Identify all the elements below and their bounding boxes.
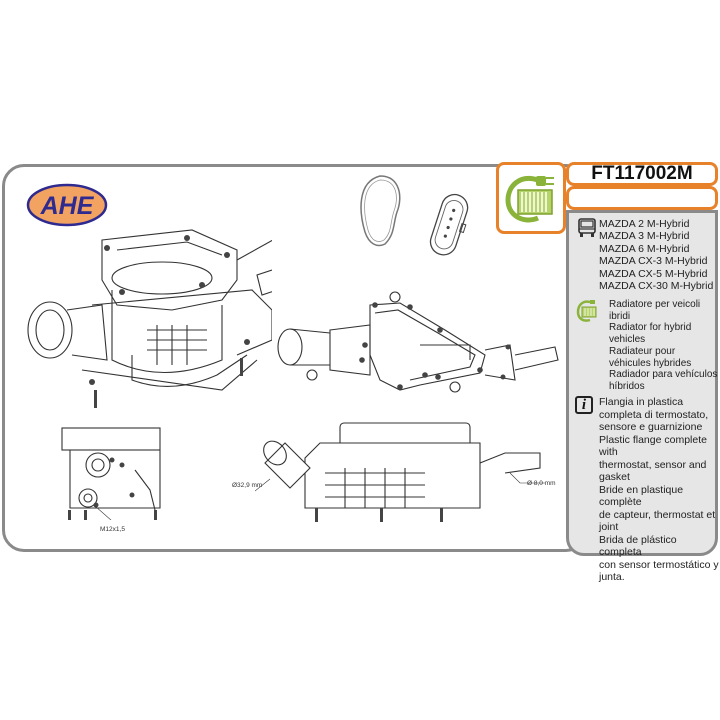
category-icon-box (496, 162, 566, 234)
hybrid-radiator-plug-icon (505, 176, 554, 223)
secondary-code-box (566, 186, 718, 210)
sensor-connector-drawing (429, 193, 469, 256)
product-code: FT117002M (566, 162, 718, 186)
product-info-panel (566, 210, 718, 556)
thermostat-housing-top-view (277, 291, 559, 393)
ahe-logo: AHE (26, 183, 108, 227)
svg-text:AHE: AHE (40, 192, 95, 220)
outlet-diameter-label: Ø 8,0 mm (527, 480, 556, 487)
thread-dimension-label: M12x1,5 (100, 526, 125, 533)
vehicle-item: MAZDA CX-5 M-Hybrid (599, 267, 708, 280)
info-icon: i (575, 396, 593, 414)
vehicle-item: MAZDA CX-30 M-Hybrid (599, 280, 714, 293)
thermostat-housing-front-view (61, 427, 161, 520)
inlet-diameter-label: Ø32,9 mm (232, 482, 263, 489)
vehicle-list: MAZDA 2 M-Hybrid MAZDA 3 M-Hybrid MAZDA … (599, 218, 713, 292)
vehicle-item: MAZDA CX-3 M-Hybrid (599, 255, 708, 268)
thermostat-housing-iso-drawing (27, 229, 272, 408)
vehicle-item: MAZDA 3 M-Hybrid (599, 230, 690, 243)
vehicle-item: MAZDA 6 M-Hybrid (599, 242, 690, 255)
thermostat-housing-side-view (255, 422, 545, 522)
gasket-drawing (360, 175, 401, 247)
truck-front-icon (578, 218, 596, 237)
hybrid-radiator-plug-icon (576, 300, 597, 322)
vehicle-item: MAZDA 2 M-Hybrid (599, 218, 690, 230)
hybrid-note: Radiatore per veicoli ibridi Radiator fo… (609, 299, 718, 392)
product-description: Flangia in plastica completa di termosta… (599, 396, 719, 583)
